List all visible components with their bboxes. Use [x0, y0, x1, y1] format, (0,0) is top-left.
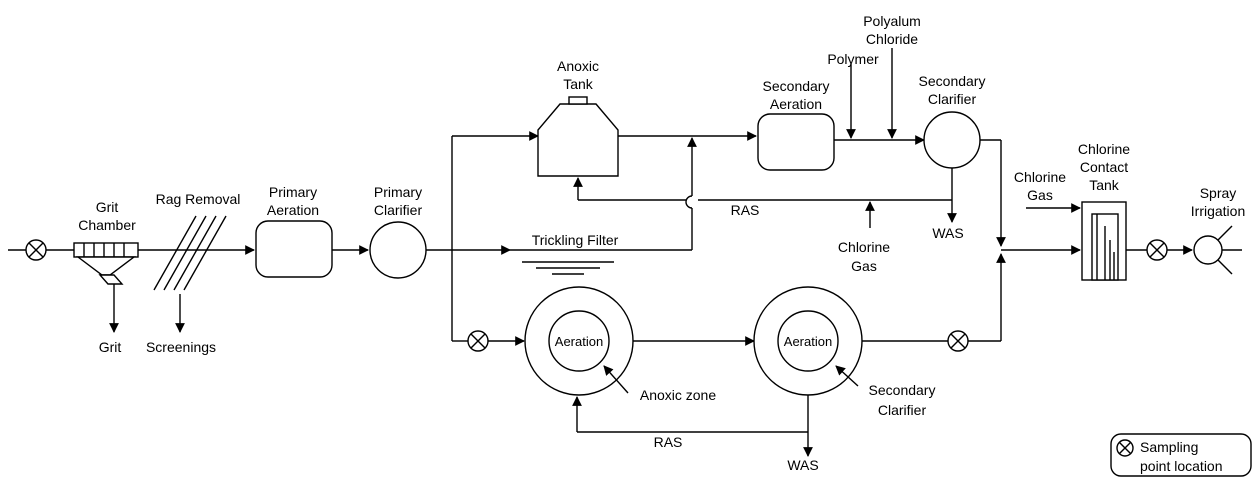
anoxic-tank-label-line2: Tank [563, 76, 594, 92]
primary-clarifier-label-line2: Clarifier [374, 202, 423, 218]
secondary-clarifier-bottom-pointer [835, 365, 859, 387]
split-distribution-lines [426, 131, 539, 346]
secondary-clarifier-top-label-line1: Secondary [919, 73, 986, 89]
chlorine-gas-mid-label-line1: Chlorine [838, 239, 890, 255]
grit-chamber [73, 242, 139, 285]
aeration-basin-2 [753, 286, 863, 396]
primary-clarifier-label-line1: Primary [374, 184, 422, 200]
anoxic-tank-label-line1: Anoxic [557, 58, 599, 74]
spray-irrigation-label-line1: Spray [1200, 185, 1237, 201]
ras-bottom-label: RAS [654, 434, 683, 450]
grit-chamber-label-line2: Chamber [78, 217, 136, 233]
chlorine-contact-tank [1081, 201, 1127, 281]
sampling-point-effluent [1146, 239, 1168, 261]
secondary-clarifier-bottom-label-line2: Clarifier [878, 402, 927, 418]
primary-aeration-label-line2: Aeration [267, 202, 319, 218]
secondary-clarifier-bottom-label-line1: Secondary [869, 382, 936, 398]
chlorine-contact-tank-label-line1: Chlorine [1078, 141, 1130, 157]
secondary-clarifier-top [923, 111, 981, 169]
polyalum-label-line1: Polyalum [863, 13, 921, 29]
rag-removal-label: Rag Removal [156, 191, 241, 207]
chlorine-contact-tank-label-line2: Contact [1080, 159, 1128, 175]
ras-top-label: RAS [731, 202, 760, 218]
secondary-aeration-tank [757, 113, 835, 171]
ras-return-line-top [573, 168, 953, 201]
primary-clarifier [369, 221, 427, 279]
aeration-2-label: Aeration [784, 334, 832, 349]
chlorine-gas-right-label-line2: Gas [1027, 187, 1053, 203]
grit-chamber-label-line1: Grit [96, 199, 119, 215]
effluent-merge-lines [980, 139, 1081, 341]
aeration-1-label: Aeration [555, 334, 603, 349]
polymer-label: Polymer [827, 51, 879, 67]
spray-irrigation-nozzle [1193, 225, 1242, 275]
trickling-filter-return-line [510, 137, 697, 251]
spray-irrigation-label-line2: Irrigation [1191, 203, 1245, 219]
rag-removal-screen [153, 215, 227, 291]
chlorine-gas-mid-label-line2: Gas [851, 258, 877, 274]
anoxic-zone-label: Anoxic zone [640, 387, 716, 403]
anoxic-tank-vent [568, 96, 588, 105]
legend-label-line1: Sampling [1140, 439, 1198, 455]
primary-aeration-label-line1: Primary [269, 184, 317, 200]
sampling-point-bottom-inlet [467, 330, 489, 352]
legend-label-line2: point location [1140, 458, 1223, 474]
chlorine-gas-right-label-line1: Chlorine [1014, 169, 1066, 185]
primary-aeration-tank [255, 220, 333, 278]
secondary-clarifier-top-label-line2: Clarifier [928, 91, 977, 107]
polyalum-label-line2: Chloride [866, 31, 918, 47]
secondary-aeration-label-line2: Aeration [770, 96, 822, 112]
anoxic-zone-pointer [603, 365, 629, 394]
anoxic-tank [537, 103, 619, 177]
screenings-label: Screenings [146, 339, 216, 355]
legend-box [1110, 433, 1252, 477]
grit-label: Grit [99, 339, 122, 355]
ras-return-line-bottom [572, 395, 809, 433]
sampling-point-influent [25, 239, 47, 261]
chlorine-contact-tank-label-line3: Tank [1089, 177, 1120, 193]
was-bottom-label: WAS [787, 457, 818, 473]
sampling-point-bottom-outlet [947, 330, 969, 352]
secondary-aeration-label-line1: Secondary [763, 78, 830, 94]
trickling-filter [522, 261, 614, 275]
trickling-filter-label: Trickling Filter [532, 232, 619, 248]
was-top-label: WAS [932, 225, 963, 241]
